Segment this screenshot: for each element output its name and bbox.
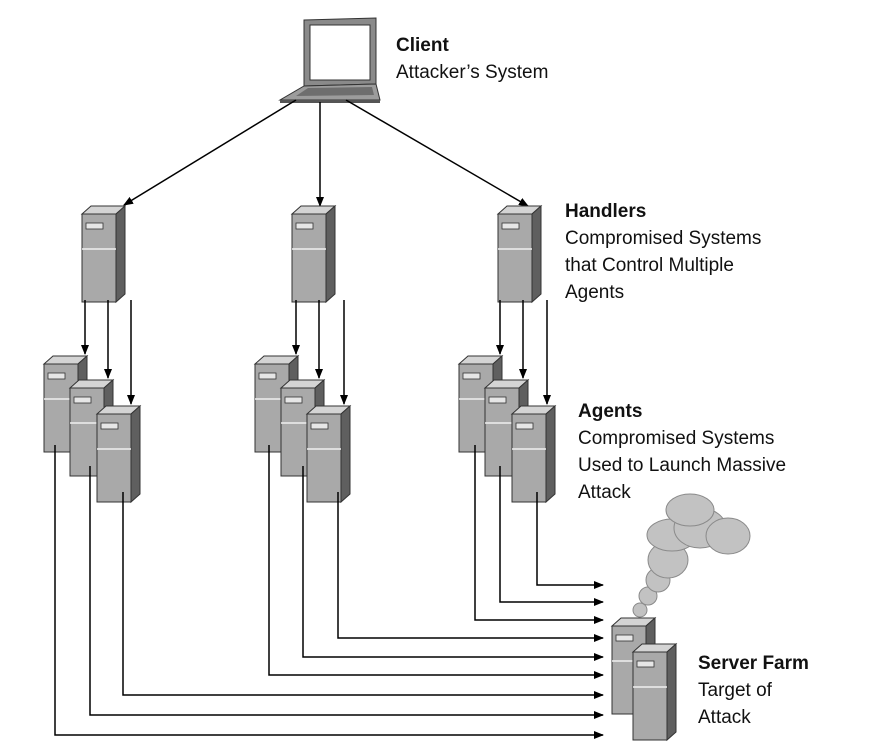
server-farm (611, 617, 677, 741)
handlers-desc-line: that Control Multiple (565, 255, 734, 276)
handler-servers (81, 205, 542, 303)
agents-desc-line: Attack (578, 482, 631, 503)
handler-server-3 (497, 205, 542, 303)
agent-to-target-arrows (54, 445, 604, 739)
client-label: Client Attacker’s System (396, 32, 548, 86)
agent-server (306, 405, 351, 503)
smoke-cloud-icon (632, 493, 751, 618)
handler-to-agent-arrows (81, 300, 551, 405)
client-desc-line: Attacker’s System (396, 62, 549, 83)
server-farm-label: Server Farm Target of Attack (698, 650, 809, 731)
handlers-desc-line: Agents (565, 282, 625, 303)
agent-server (96, 405, 141, 503)
agents-desc-line: Compromised Systems (578, 428, 775, 449)
handlers-label: Handlers Compromised Systems that Contro… (565, 198, 761, 306)
handlers-title: Handlers (565, 201, 647, 222)
server-farm-title: Server Farm (698, 653, 809, 674)
handler-server-2 (291, 205, 336, 303)
arrow-client-handler-3 (345, 99, 529, 207)
agent-servers (43, 355, 556, 503)
laptop-icon (278, 17, 381, 103)
server-farm-desc-line: Target of (698, 680, 772, 701)
handler-server-1 (81, 205, 126, 303)
client-title: Client (396, 35, 449, 56)
server-farm-desc-line: Attack (698, 707, 751, 728)
client-to-handler-arrows (123, 99, 529, 207)
agents-desc-line: Used to Launch Massive (578, 455, 787, 476)
agents-label: Agents Compromised Systems Used to Launc… (578, 398, 786, 506)
target-server (632, 643, 677, 741)
handlers-desc-line: Compromised Systems (565, 228, 762, 249)
agents-title: Agents (578, 401, 643, 422)
arrow-client-handler-1 (123, 99, 297, 206)
agent-server (511, 405, 556, 503)
